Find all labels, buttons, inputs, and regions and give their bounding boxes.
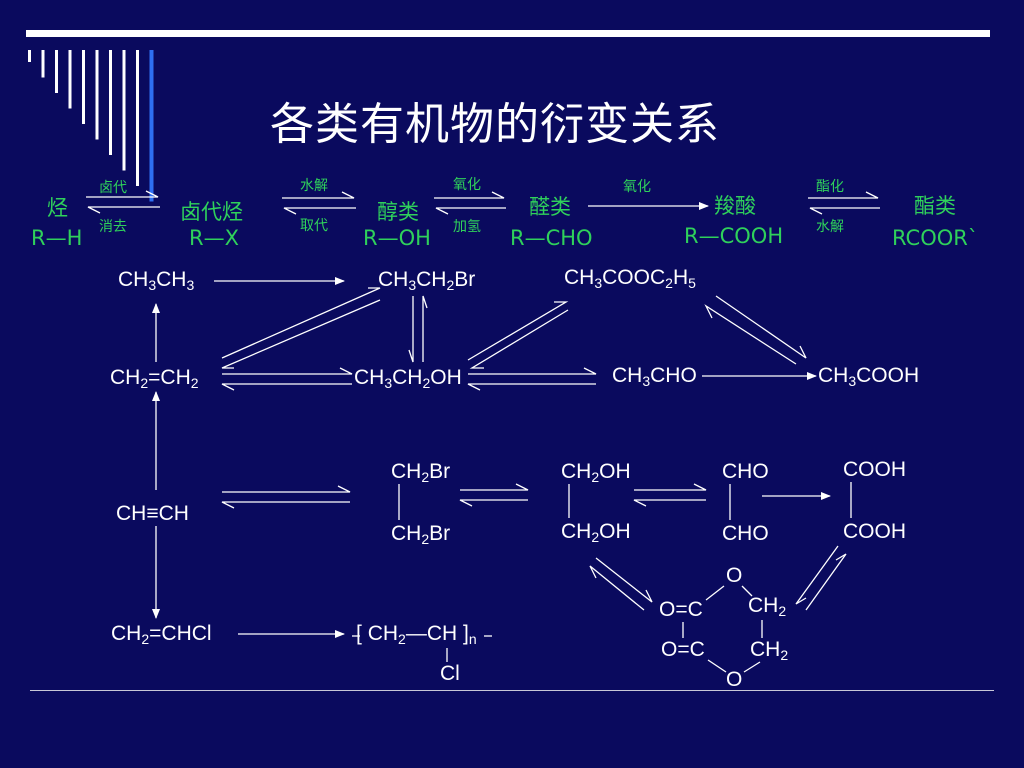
- reaction-substitution-label: 取代: [300, 218, 328, 234]
- arrow-alcohol-aldehyde: [434, 191, 506, 215]
- ring-ch2-top: CH2: [748, 594, 787, 619]
- compound-acetylene: CH≡CH: [116, 502, 189, 525]
- decorative-bar: [136, 50, 139, 186]
- arrow-oxalic-ring: [795, 545, 847, 611]
- arrow-ethylene-ethanol: [221, 367, 353, 391]
- decorative-bar: [55, 50, 58, 93]
- class-ester-formula: RCOOR`: [892, 226, 979, 250]
- reaction-hydrolysis-label: 水解: [300, 178, 328, 194]
- page-title: 各类有机物的衍变关系: [270, 99, 720, 150]
- reaction-elimination-label: 消去: [99, 219, 127, 235]
- compound-ethane: CH3CH3: [118, 268, 195, 293]
- compound-dibromoethane-top: CH2Br: [391, 460, 451, 485]
- class-aldehyde-formula: R—CHO: [510, 226, 593, 250]
- class-alcohol: 醇类: [377, 200, 419, 224]
- class-hydrocarbon-formula: R—H: [31, 226, 83, 250]
- decorative-bar: [122, 50, 126, 171]
- arrow-glycol-ring: [589, 557, 653, 611]
- reaction-esterification-label: 酯化: [816, 179, 844, 195]
- arrow-dibromoethane-glycol: [459, 483, 529, 507]
- ring-carbonyl-bottom: O=C: [661, 638, 705, 661]
- arrow-haloalkane-alcohol: [282, 191, 356, 215]
- decorative-bar: [95, 50, 99, 140]
- arrow-glycol-glyoxal: [633, 483, 707, 507]
- class-carboxylic-acid: 羧酸: [714, 194, 756, 218]
- arrow-acid-ester: [808, 191, 880, 215]
- arrow-ethylene-bromoethane: [221, 287, 381, 369]
- reaction-oxidation-2-label: 氧化: [623, 179, 651, 195]
- class-ester: 酯类: [914, 194, 956, 218]
- compound-vinyl-chloride: CH2=CHCl: [111, 622, 212, 647]
- arrow-bromoethane-ethanol: [408, 295, 428, 363]
- top-rule: [26, 30, 990, 37]
- reaction-hydrolysis-2-label: 水解: [816, 219, 844, 235]
- reaction-hydrogenation-label: 加氢: [453, 219, 481, 235]
- compound-acetic-acid: CH3COOH: [818, 364, 920, 389]
- arrow-ethylacetate-aceticacid: [704, 295, 807, 365]
- ring-ch2-bottom: CH2: [750, 638, 789, 663]
- bottom-rule: [30, 690, 994, 691]
- compound-glycol-top: CH2OH: [561, 460, 631, 485]
- decorative-bar: [68, 50, 72, 109]
- decorative-bar: [109, 50, 112, 155]
- bond-ring-ch2-o: [743, 661, 761, 673]
- class-aldehyde: 醛类: [529, 195, 571, 219]
- ring-oxygen-top: O: [726, 564, 743, 587]
- bond-ring-c2-o: [707, 659, 727, 673]
- arrow-acetylene-dibromoethane: [221, 485, 351, 509]
- compound-bromoethane: CH3CH2Br: [378, 268, 476, 293]
- arrow-ethanol-ethylacetate: [467, 301, 569, 369]
- compound-glycol-bottom: CH2OH: [561, 520, 631, 545]
- decorative-bar: [41, 50, 45, 78]
- ring-carbonyl-top: O=C: [659, 598, 703, 621]
- compound-ethanol: CH3CH2OH: [354, 366, 462, 391]
- decorative-bar: [82, 50, 85, 124]
- reaction-halogenation-label: 卤代: [99, 180, 127, 196]
- arrow-hydrocarbon-haloalkane: [86, 190, 160, 214]
- compound-oxalic-top: COOH: [843, 458, 906, 481]
- compound-dibromoethane-bottom: CH2Br: [391, 522, 451, 547]
- compound-oxalic-bottom: COOH: [843, 520, 906, 543]
- ring-oxygen-bottom: O: [726, 668, 743, 691]
- class-carboxylic-acid-formula: R—COOH: [684, 224, 784, 248]
- compound-ethyl-acetate: CH3COOC2H5: [564, 266, 696, 291]
- reaction-oxidation-label: 氧化: [453, 177, 481, 193]
- class-alcohol-formula: R—OH: [363, 226, 431, 250]
- class-haloalkane-formula: R—X: [189, 226, 239, 250]
- bond-ring-o-ch2: [741, 585, 753, 597]
- compound-glyoxal-bottom: CHO: [722, 522, 769, 545]
- compound-acetaldehyde: CH3CHO: [612, 364, 697, 389]
- class-hydrocarbon: 烃: [47, 196, 68, 220]
- decorative-bar: [28, 50, 31, 62]
- compound-glyoxal-top: CHO: [722, 460, 769, 483]
- arrow-ethanol-acetaldehyde: [467, 367, 597, 391]
- decorative-bar: [149, 50, 154, 202]
- compound-pvc: [ CH2—CH ]n: [356, 622, 477, 647]
- compound-ethylene: CH2=CH2: [110, 366, 199, 391]
- class-haloalkane: 卤代烃: [180, 200, 243, 224]
- compound-pvc-chlorine: Cl: [440, 662, 460, 685]
- bond-ring-o-c1: [705, 585, 725, 601]
